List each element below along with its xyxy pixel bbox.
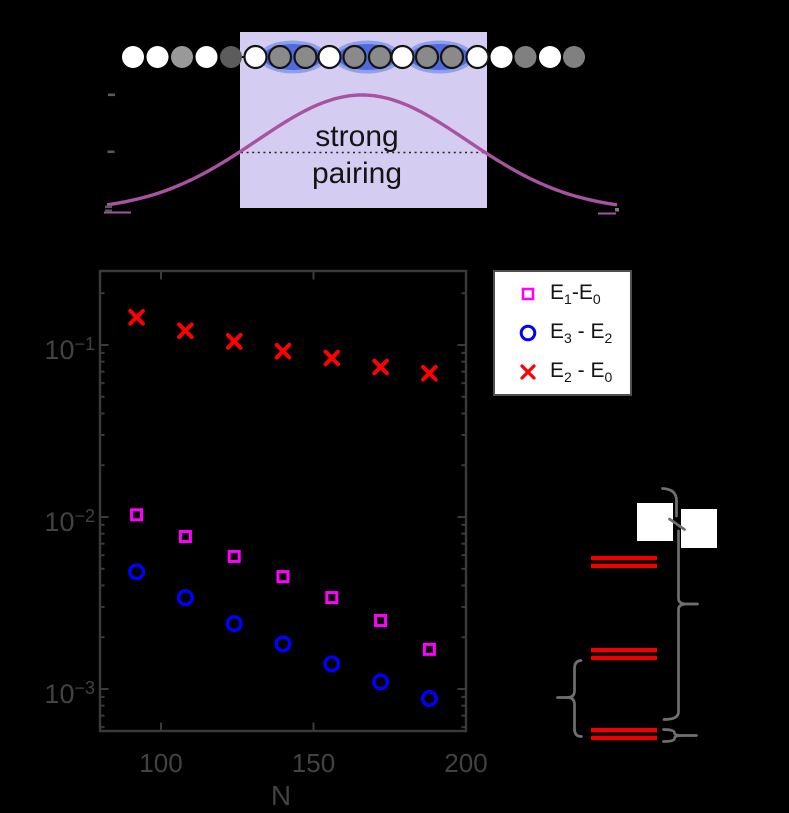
- chain-site-dot: [195, 46, 218, 68]
- axis-tick-remnant: [107, 150, 115, 154]
- y-tick-label: 10−1: [44, 334, 95, 365]
- series-E3-E2: [128, 563, 438, 708]
- pairing-strength-curve: [106, 93, 618, 207]
- chain-site-dot: [563, 46, 585, 68]
- gap-scatter-plot: [98, 269, 468, 733]
- plot-frame: [98, 269, 468, 733]
- chain-site-dot: [439, 44, 465, 70]
- data-point-circle: [372, 673, 390, 691]
- legend-item: E2 - E0: [516, 359, 630, 385]
- x-tick-label: 200: [444, 748, 488, 778]
- y-tick-label: 10−2: [44, 506, 95, 537]
- plot-legend: E1-E0 E3 - E2 E2 - E0: [493, 270, 632, 396]
- legend-item: E1-E0: [516, 281, 630, 307]
- chain-site-dot: [243, 44, 268, 70]
- chain-site-dot: [317, 44, 342, 70]
- data-point-x: [421, 364, 438, 382]
- energy-level-line: [591, 563, 657, 569]
- x-tick-label: 150: [291, 748, 336, 778]
- data-point-x: [225, 333, 243, 350]
- data-point-square: [130, 508, 144, 522]
- data-point-square: [227, 549, 241, 563]
- pairing-label: pairing: [311, 157, 403, 190]
- legend-label: E1-E0: [550, 281, 601, 308]
- axis-tick-remnant: [105, 205, 112, 209]
- axis-tick-remnant: [105, 209, 112, 213]
- data-point-square: [374, 614, 388, 628]
- data-point-circle: [225, 615, 243, 633]
- data-point-x: [323, 349, 341, 367]
- scale-break-zigzag: [668, 517, 686, 531]
- legend-marker-circle: [519, 324, 537, 342]
- energy-level-line: [591, 655, 657, 661]
- legend-marker-x: [520, 364, 536, 380]
- energy-level-line: [591, 735, 657, 741]
- energy-level-line: [591, 727, 657, 733]
- data-point-x: [128, 308, 145, 326]
- legend-marker-square: [521, 288, 535, 301]
- x-tick-label: 100: [139, 748, 183, 778]
- chain-site-dot: [414, 44, 440, 70]
- data-point-square: [325, 591, 339, 605]
- chain-site-dot: [490, 46, 513, 68]
- axis-tick-remnant: [108, 93, 115, 97]
- legend-label: E2 - E0: [550, 358, 613, 385]
- data-point-circle: [323, 655, 341, 673]
- chain-site-dot: [465, 44, 490, 70]
- chain-site-dot: [122, 46, 144, 68]
- data-point-x: [372, 358, 389, 376]
- energy-level-line: [591, 647, 657, 653]
- small-brace: [662, 728, 683, 743]
- x-axis-label: N: [270, 780, 292, 811]
- big-brace-body: [662, 529, 689, 721]
- chain-site-dot: [514, 46, 537, 68]
- energy-level-line: [591, 555, 657, 561]
- legend-label: E3 - E2: [550, 319, 613, 346]
- data-point-square: [178, 530, 192, 544]
- big-brace-top: [661, 487, 678, 518]
- schematic-chain: [104, 40, 619, 215]
- energy-level-diagram: [556, 487, 717, 743]
- data-point-circle: [176, 589, 194, 607]
- data-point-x: [177, 322, 194, 340]
- data-point-square: [276, 570, 290, 584]
- chain-site-dot: [220, 46, 242, 68]
- series-E1-E0: [130, 508, 436, 656]
- chain-site-dot: [267, 44, 293, 70]
- data-point-circle: [128, 563, 146, 581]
- chain-site-dot: [367, 44, 393, 70]
- axis-ticks: [100, 271, 467, 731]
- chain-site-dot: [293, 44, 318, 70]
- scale-break-box: [681, 509, 717, 548]
- data-point-circle: [420, 690, 438, 708]
- data-point-x: [274, 342, 292, 360]
- data-point-square: [422, 642, 436, 656]
- legend-item: E3 - E2: [516, 320, 630, 346]
- chain-site-dot: [390, 44, 415, 70]
- left-brace: [566, 659, 583, 738]
- data-point-circle: [274, 635, 292, 653]
- scale-break-box: [637, 503, 673, 541]
- chain-site-dot: [539, 46, 561, 68]
- curve-end-mark: [615, 208, 619, 212]
- series-E2-E0: [128, 308, 438, 382]
- chain-site-dot: [342, 44, 367, 70]
- chain-site-dot: [146, 46, 169, 68]
- chain-site-dot: [171, 46, 193, 68]
- strong-label: strong: [315, 120, 399, 153]
- y-tick-label: 10−3: [44, 678, 95, 709]
